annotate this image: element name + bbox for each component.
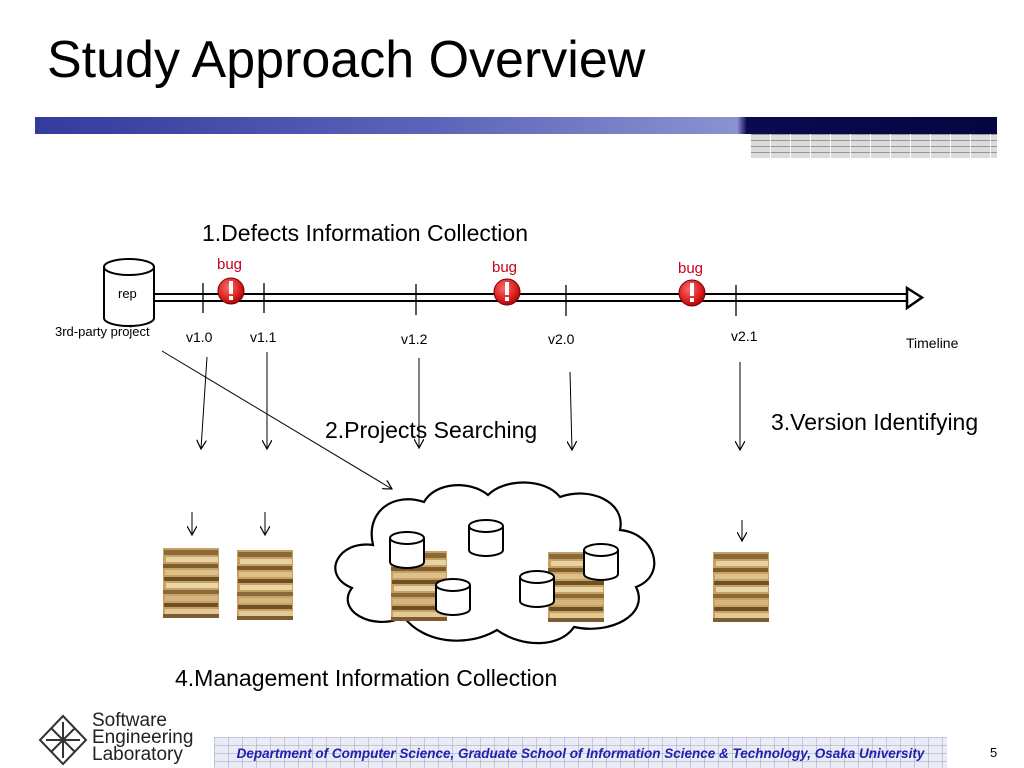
slide-title: Study Approach Overview (47, 31, 646, 89)
logo-text: Software Engineering Laboratory (92, 710, 194, 765)
bug-label: bug (217, 256, 243, 273)
version-ticks (202, 283, 737, 316)
bug-exclamation-icon (217, 277, 245, 305)
version-label: v1.1 (250, 329, 277, 345)
repository-cylinder-icon (103, 258, 155, 327)
repo-label: rep (118, 286, 137, 301)
paper-stack-icon (713, 552, 769, 622)
footer-department: Department of Computer Science, Graduate… (236, 746, 925, 761)
version-label: v1.2 (401, 331, 428, 347)
repository-cylinder-icon (435, 578, 471, 616)
version-label: v2.1 (731, 328, 758, 344)
logo-line: Engineering (92, 727, 194, 748)
version-label: v2.0 (548, 331, 575, 347)
repository-cylinder-icon (583, 543, 619, 581)
step-1-label: 1.Defects Information Collection (202, 220, 528, 246)
page-number: 5 (990, 745, 998, 760)
logo-line: Software (92, 710, 167, 731)
project-label: 3rd-party project (55, 324, 150, 339)
step-3-label: 3.Version Identifying (771, 409, 979, 435)
step-4-label: 4.Management Information Collection (175, 665, 558, 691)
logo-line: Laboratory (92, 744, 183, 765)
version-down-arrows (201, 352, 740, 450)
paper-stack-icon (237, 550, 293, 620)
bug-exclamation-icon (493, 278, 521, 306)
bug-exclamation-icon (678, 279, 706, 307)
title-bar-grid (750, 134, 997, 158)
paper-stack-icon (163, 548, 219, 618)
version-label: v1.0 (186, 329, 213, 345)
timeline-arrow (154, 285, 925, 311)
repository-cylinder-icon (389, 531, 425, 569)
bug-label: bug (492, 259, 518, 276)
footer-bar (214, 737, 947, 768)
repository-cylinder-icon (468, 519, 504, 557)
bug-label: bug (678, 260, 704, 277)
sel-logo-icon (38, 714, 88, 766)
title-bar (35, 117, 997, 134)
search-arrow (161, 350, 392, 489)
repository-cylinder-icon (519, 570, 555, 608)
step-2-label: 2.Projects Searching (325, 417, 538, 443)
timeline-label: Timeline (906, 335, 959, 351)
